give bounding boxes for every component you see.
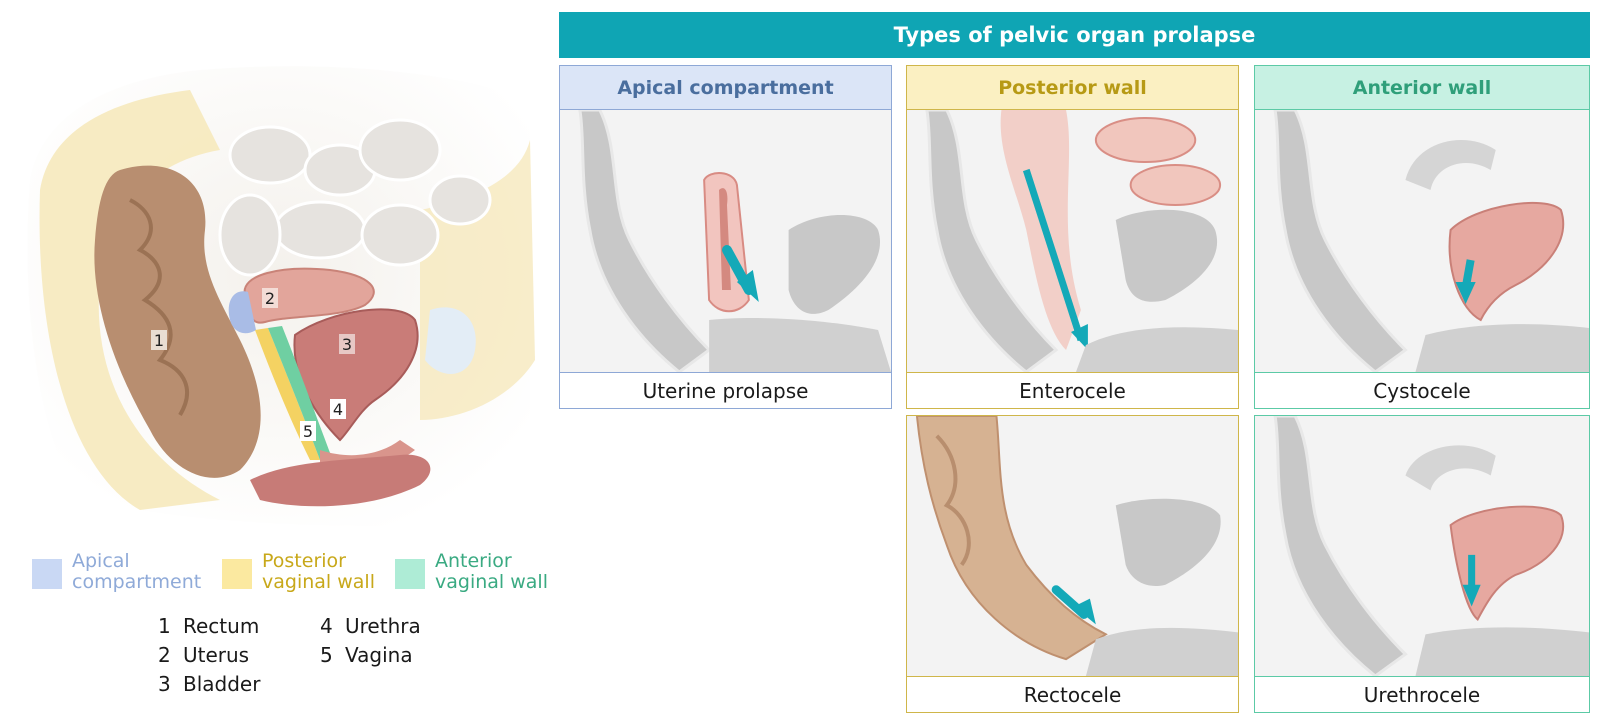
- panel-header-apical: Apical compartment: [560, 66, 891, 110]
- caption-uterine-prolapse: Uterine prolapse: [560, 372, 891, 408]
- panel-header-posterior: Posterior wall: [907, 66, 1238, 110]
- panel-rectocele: Rectocele: [906, 415, 1239, 713]
- caption-rectocele: Rectocele: [907, 676, 1238, 712]
- page-title: Types of pelvic organ prolapse: [559, 12, 1590, 58]
- cystocele-illustration: [1255, 110, 1589, 372]
- pelvic-anatomy-illustration: 1 2 3 4 5: [27, 66, 535, 526]
- caption-cystocele: Cystocele: [1255, 372, 1589, 408]
- label-5: 5: [303, 422, 313, 441]
- rectocele-illustration: [907, 416, 1238, 676]
- anterior-swatch: [395, 559, 425, 589]
- apical-swatch: [32, 559, 62, 589]
- label-4: 4: [333, 400, 343, 419]
- panel-urethrocele: Urethrocele: [1254, 415, 1590, 713]
- label-1: 1: [154, 331, 164, 350]
- panel-uterine-prolapse: Apical compartment Uterine prolapse: [559, 65, 892, 409]
- uterine-prolapse-illustration: [560, 110, 891, 372]
- key-name: Urethra: [345, 614, 421, 638]
- key-name: Vagina: [345, 643, 413, 667]
- enterocele-illustration: [907, 110, 1238, 372]
- legend-posterior-text: Posterior vaginal wall: [262, 550, 375, 593]
- label-2: 2: [265, 289, 275, 308]
- caption-enterocele: Enterocele: [907, 372, 1238, 408]
- panel-enterocele: Posterior wall Enterocele: [906, 65, 1239, 409]
- panel-cystocele: Anterior wall Cystocele: [1254, 65, 1590, 409]
- key-name: Rectum: [183, 614, 260, 638]
- legend-anterior-text: Anterior vaginal wall: [435, 550, 548, 593]
- urethrocele-illustration: [1255, 416, 1589, 676]
- legend-apical-text: Apical compartment: [72, 550, 202, 593]
- posterior-swatch: [222, 559, 252, 589]
- anatomy-number-labels: 1 2 3 4 5: [151, 288, 355, 441]
- panel-header-anterior: Anterior wall: [1255, 66, 1589, 110]
- compartment-legend: Apical compartment Posterior vaginal wal…: [32, 551, 552, 601]
- caption-urethrocele: Urethrocele: [1255, 676, 1589, 712]
- label-3: 3: [342, 335, 352, 354]
- key-name: Bladder: [183, 672, 261, 696]
- key-name: Uterus: [183, 643, 250, 667]
